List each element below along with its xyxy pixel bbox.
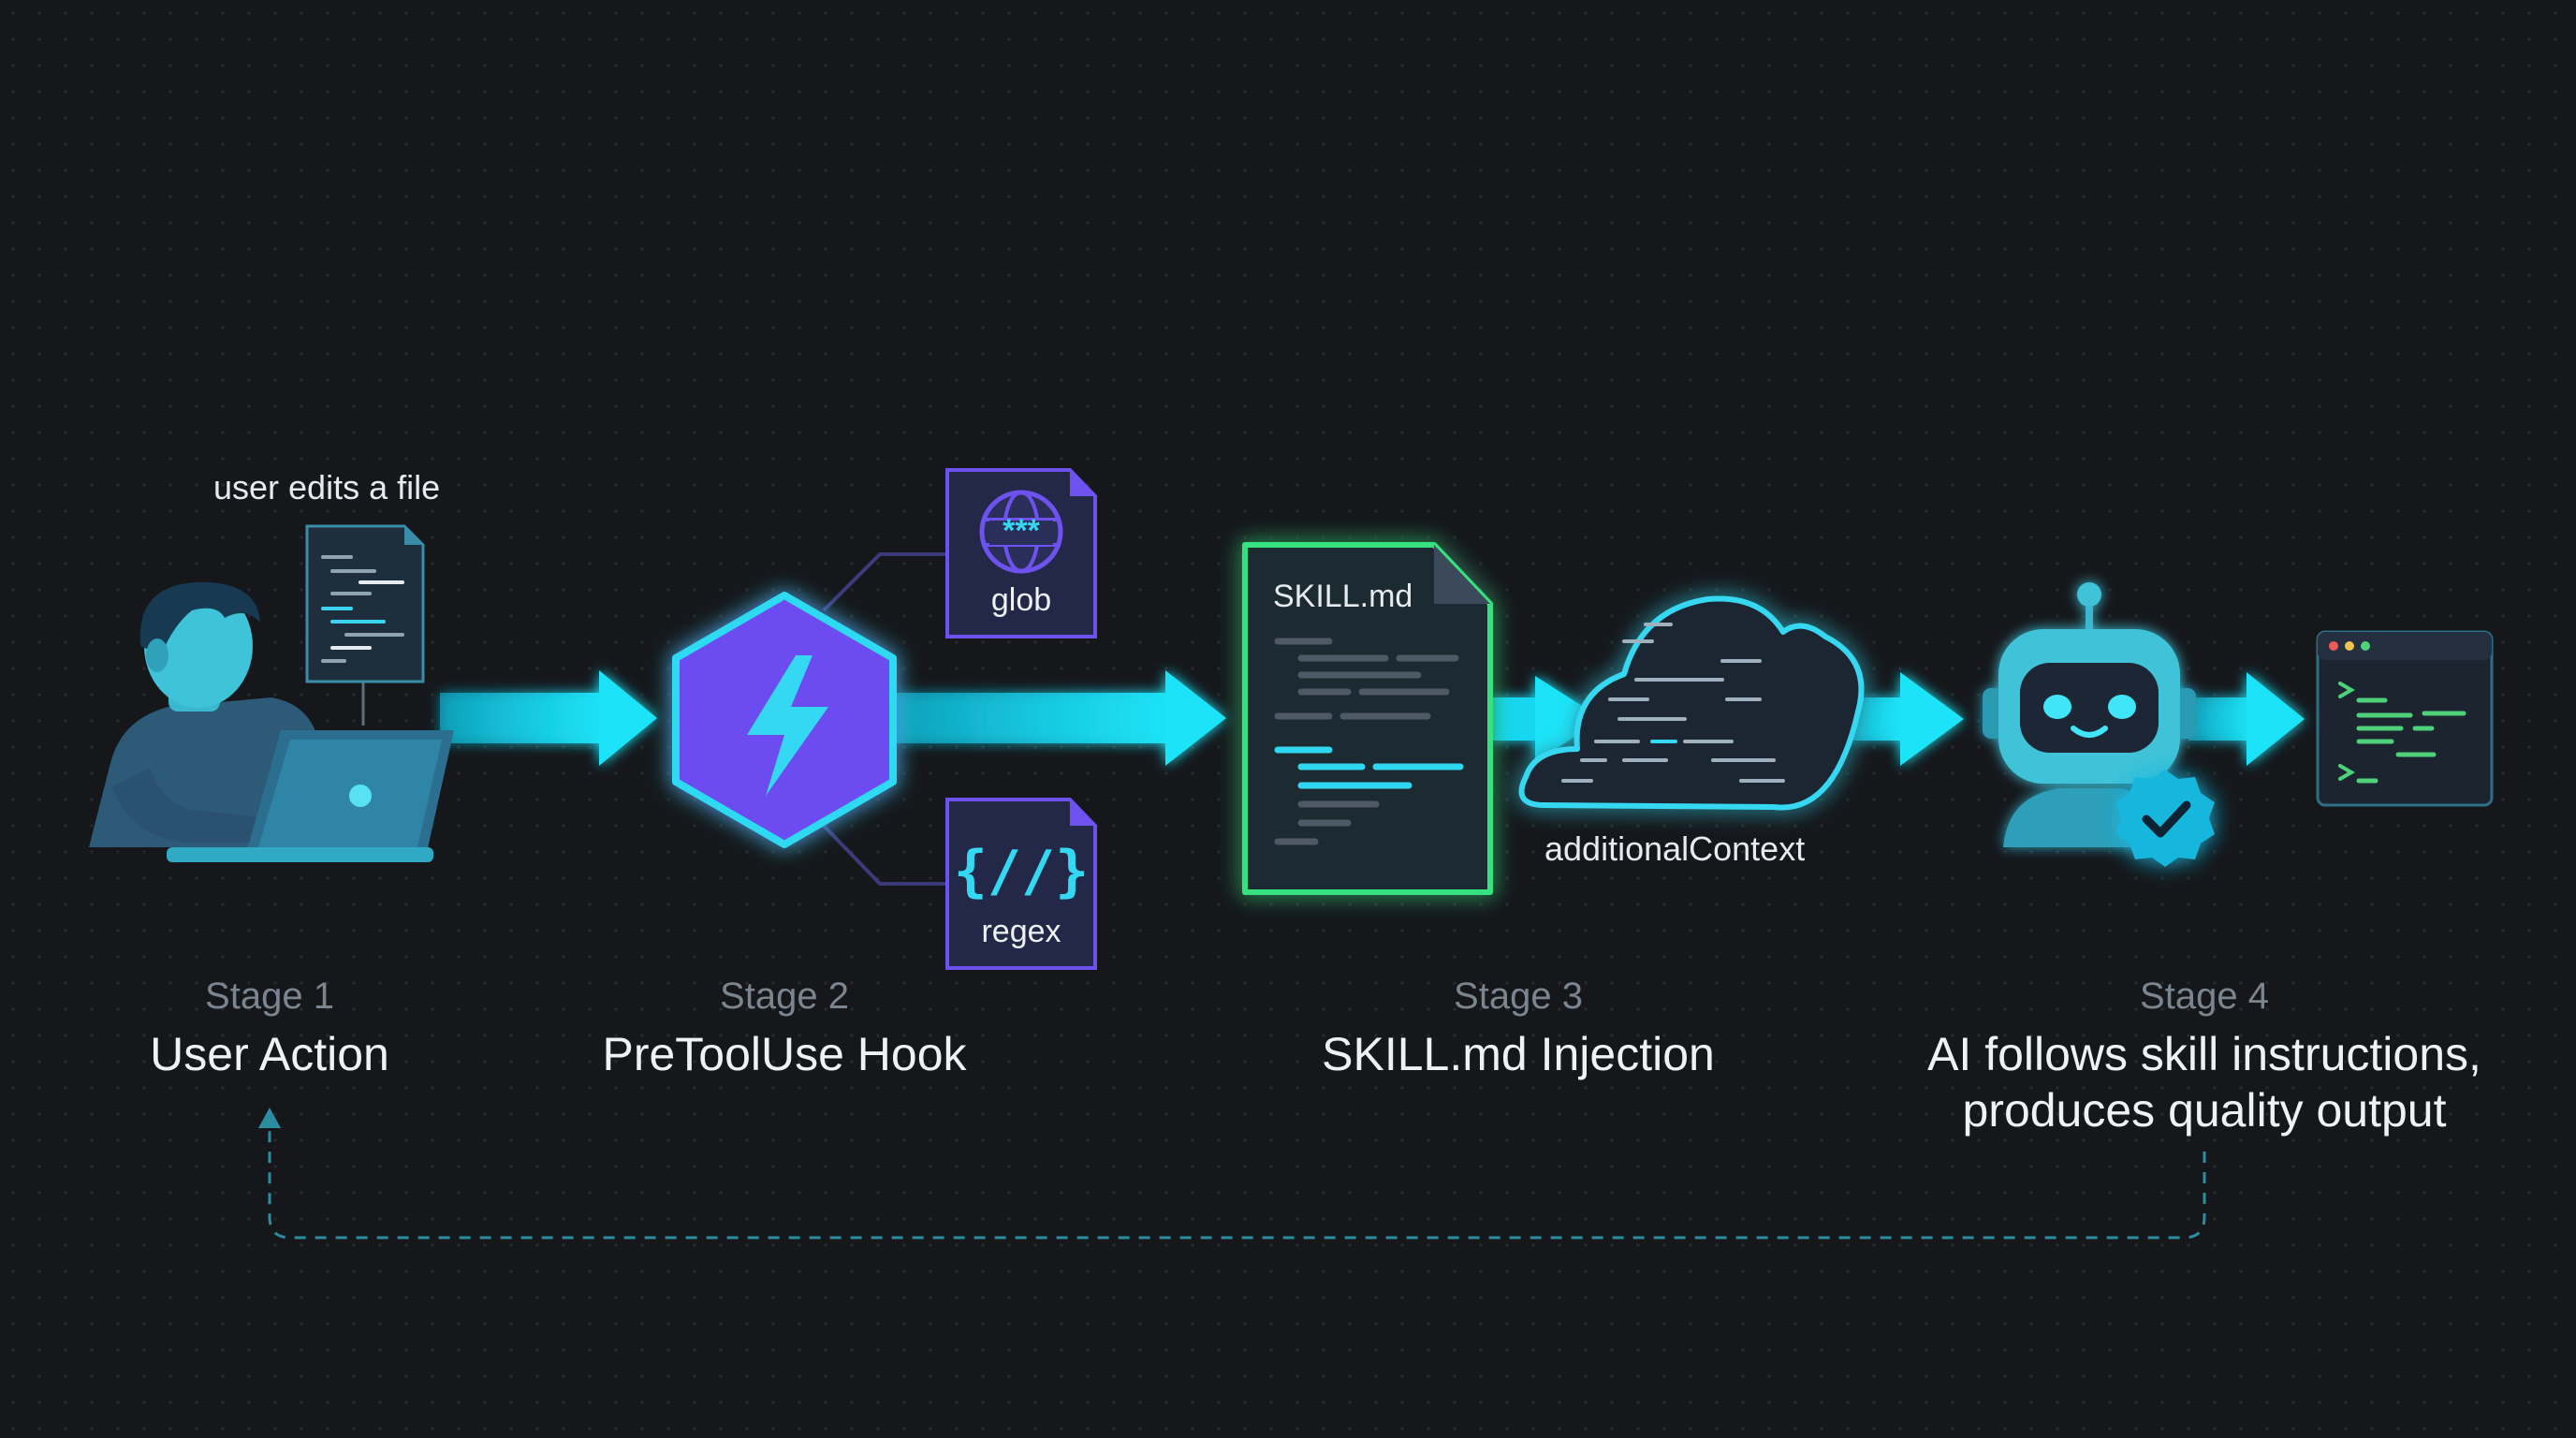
glob-label: glob: [990, 582, 1052, 618]
glob-chip: [945, 468, 1097, 638]
glob-glyph: ***: [1003, 513, 1040, 549]
globe-icon: [979, 490, 1063, 574]
code-file-icon: [305, 524, 425, 726]
cloud-icon: [1518, 595, 1865, 811]
stage-1-title: User Action: [150, 1028, 389, 1080]
stage-4-number: Stage 4: [2140, 976, 2269, 1017]
stage-4-title-line1: AI follows skill instructions,: [1927, 1028, 2481, 1080]
regex-label: regex: [981, 914, 1061, 949]
arrow-stage2-to-stage3: [894, 670, 1226, 766]
lightning-hexagon-icon: [672, 592, 897, 848]
skill-content-lines: [1274, 638, 1464, 845]
hook-connectors: [822, 552, 947, 886]
regex-chip: [945, 798, 1097, 970]
arrow-robot-to-terminal: [2188, 672, 2305, 766]
stage-1-number: Stage 1: [205, 976, 334, 1017]
user-edits-caption: user edits a file: [213, 468, 441, 506]
cloud-caption: additionalContext: [1544, 829, 1806, 868]
stage-2-title: PreToolUse Hook: [602, 1028, 967, 1080]
stage-3-number: Stage 3: [1454, 976, 1583, 1017]
skill-file-title: SKILL.md: [1273, 579, 1413, 614]
regex-glyph: {//}: [953, 839, 1090, 904]
arrow-stage1-to-stage2: [440, 670, 657, 766]
terminal-window-icon: [2316, 630, 2494, 807]
robot-icon: [1983, 582, 2196, 847]
verified-check-icon: [2115, 770, 2215, 867]
feedback-loop-arrow: [258, 1108, 2206, 1240]
arrow-skill-to-cloud: [1490, 676, 1603, 762]
stage-3-title: SKILL.md Injection: [1322, 1028, 1715, 1080]
user-laptop-icon: [89, 581, 454, 862]
cloud-code-lines: [1561, 623, 1785, 783]
stage-2-number: Stage 2: [720, 976, 849, 1017]
stage-4-title-line2: produces quality output: [1962, 1084, 2447, 1137]
